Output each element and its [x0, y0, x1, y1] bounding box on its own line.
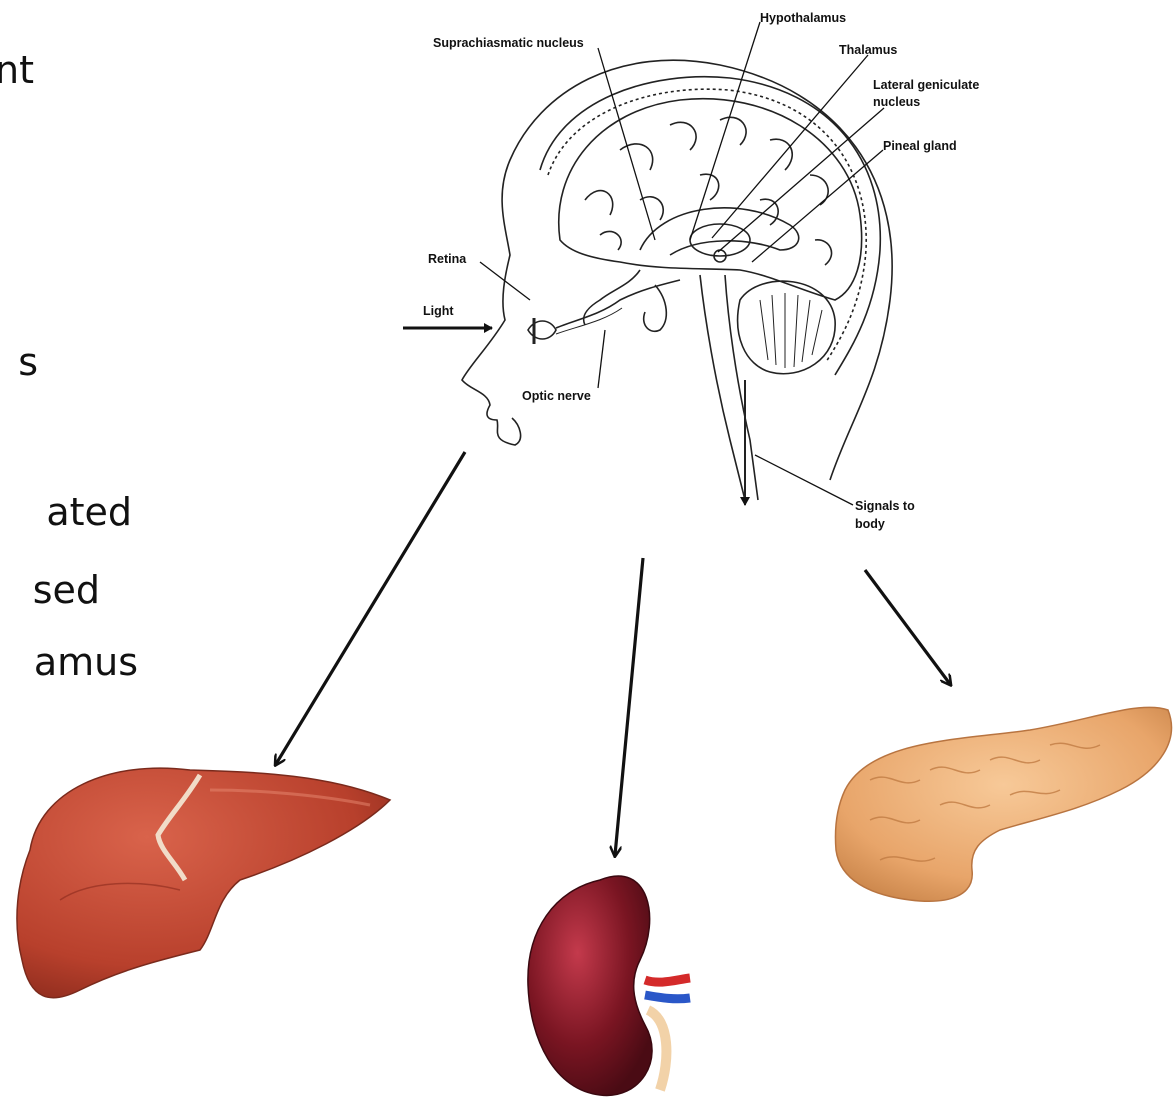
label-signals-line1: Signals to — [855, 499, 915, 513]
arrow-to-liver — [276, 452, 465, 764]
label-optic-nerve: Optic nerve — [522, 389, 591, 403]
label-lgn-line2: nucleus — [873, 95, 920, 109]
optic-nerve-path — [556, 280, 680, 328]
kidney-illustration — [528, 876, 690, 1095]
pancreas-illustration — [835, 707, 1171, 901]
label-signals-line2: body — [855, 517, 885, 531]
label-pineal-gland: Pineal gland — [883, 139, 957, 153]
leader-lines — [480, 22, 884, 505]
label-suprachiasmatic-nucleus: Suprachiasmatic nucleus — [433, 36, 584, 50]
label-light: Light — [423, 304, 454, 318]
brain-illustration — [462, 60, 892, 505]
label-thalamus: Thalamus — [839, 43, 897, 57]
eye — [528, 321, 556, 339]
label-retina: Retina — [428, 252, 467, 266]
label-hypothalamus: Hypothalamus — [760, 11, 846, 25]
liver-illustration — [17, 768, 390, 998]
arrow-to-kidney — [615, 558, 643, 855]
arrow-to-pancreas — [865, 570, 950, 684]
label-lgn-line1: Lateral geniculate — [873, 78, 979, 92]
brainstem — [700, 275, 758, 500]
